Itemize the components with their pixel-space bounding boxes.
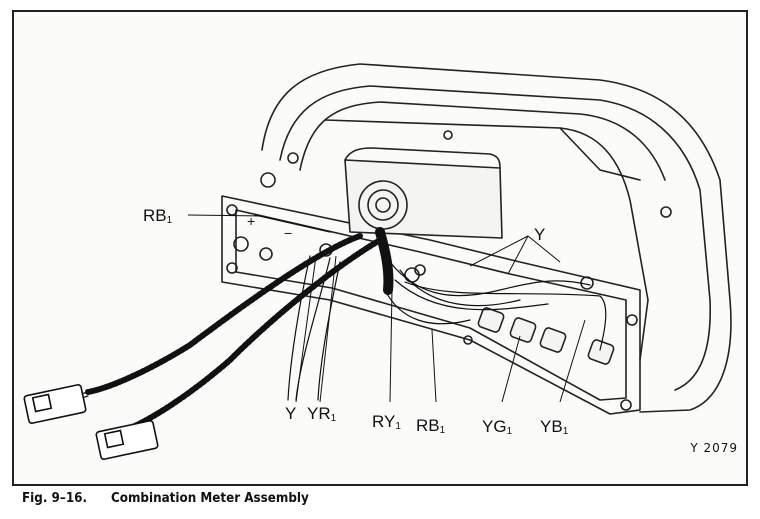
leader-yr1 — [319, 255, 337, 403]
meter-back-case — [324, 119, 649, 361]
rear-panel — [221, 195, 641, 415]
connector-plugs — [23, 384, 159, 460]
connector-plug-lower — [95, 420, 159, 460]
figure-reference: Y 2079 — [690, 441, 738, 455]
leader-ry1 — [389, 289, 393, 403]
caption-title: Combination Meter Assembly — [110, 491, 309, 506]
leader-y-right — [469, 235, 529, 267]
wire-label-yg1: YG1 — [482, 417, 513, 437]
minus-mark: − — [284, 225, 293, 241]
drive-cable-boss — [344, 159, 503, 239]
wire-label-rb1-top: RB1 — [143, 206, 173, 226]
connector-plug-upper — [23, 384, 87, 424]
wire-label-yr1: YR1 — [307, 404, 337, 424]
harness-lower — [127, 237, 383, 431]
meter-housing — [261, 63, 732, 413]
wire-label-y-right: Y — [534, 225, 546, 244]
leader-rb1-bottom — [431, 329, 437, 403]
plus-mark: + — [247, 213, 256, 229]
leader-rb1-top — [187, 214, 261, 217]
mounting-screws — [226, 130, 672, 411]
bulb-sockets — [477, 307, 615, 365]
wire-label-ry1: RY1 — [372, 412, 401, 432]
harness-upper — [85, 233, 363, 395]
leader-yb1 — [559, 319, 586, 403]
leader-y-bottom — [295, 255, 317, 403]
leader-yg1 — [501, 335, 521, 403]
wire-label-rb1-bottom: RB1 — [416, 416, 446, 436]
figure-caption: Fig. 9–16. Combination Meter Assembly — [22, 491, 309, 506]
wire-label-yb1: YB1 — [540, 417, 569, 437]
wire-label-y-bottom: Y — [285, 404, 297, 423]
caption-number: Fig. 9–16. — [22, 491, 88, 506]
